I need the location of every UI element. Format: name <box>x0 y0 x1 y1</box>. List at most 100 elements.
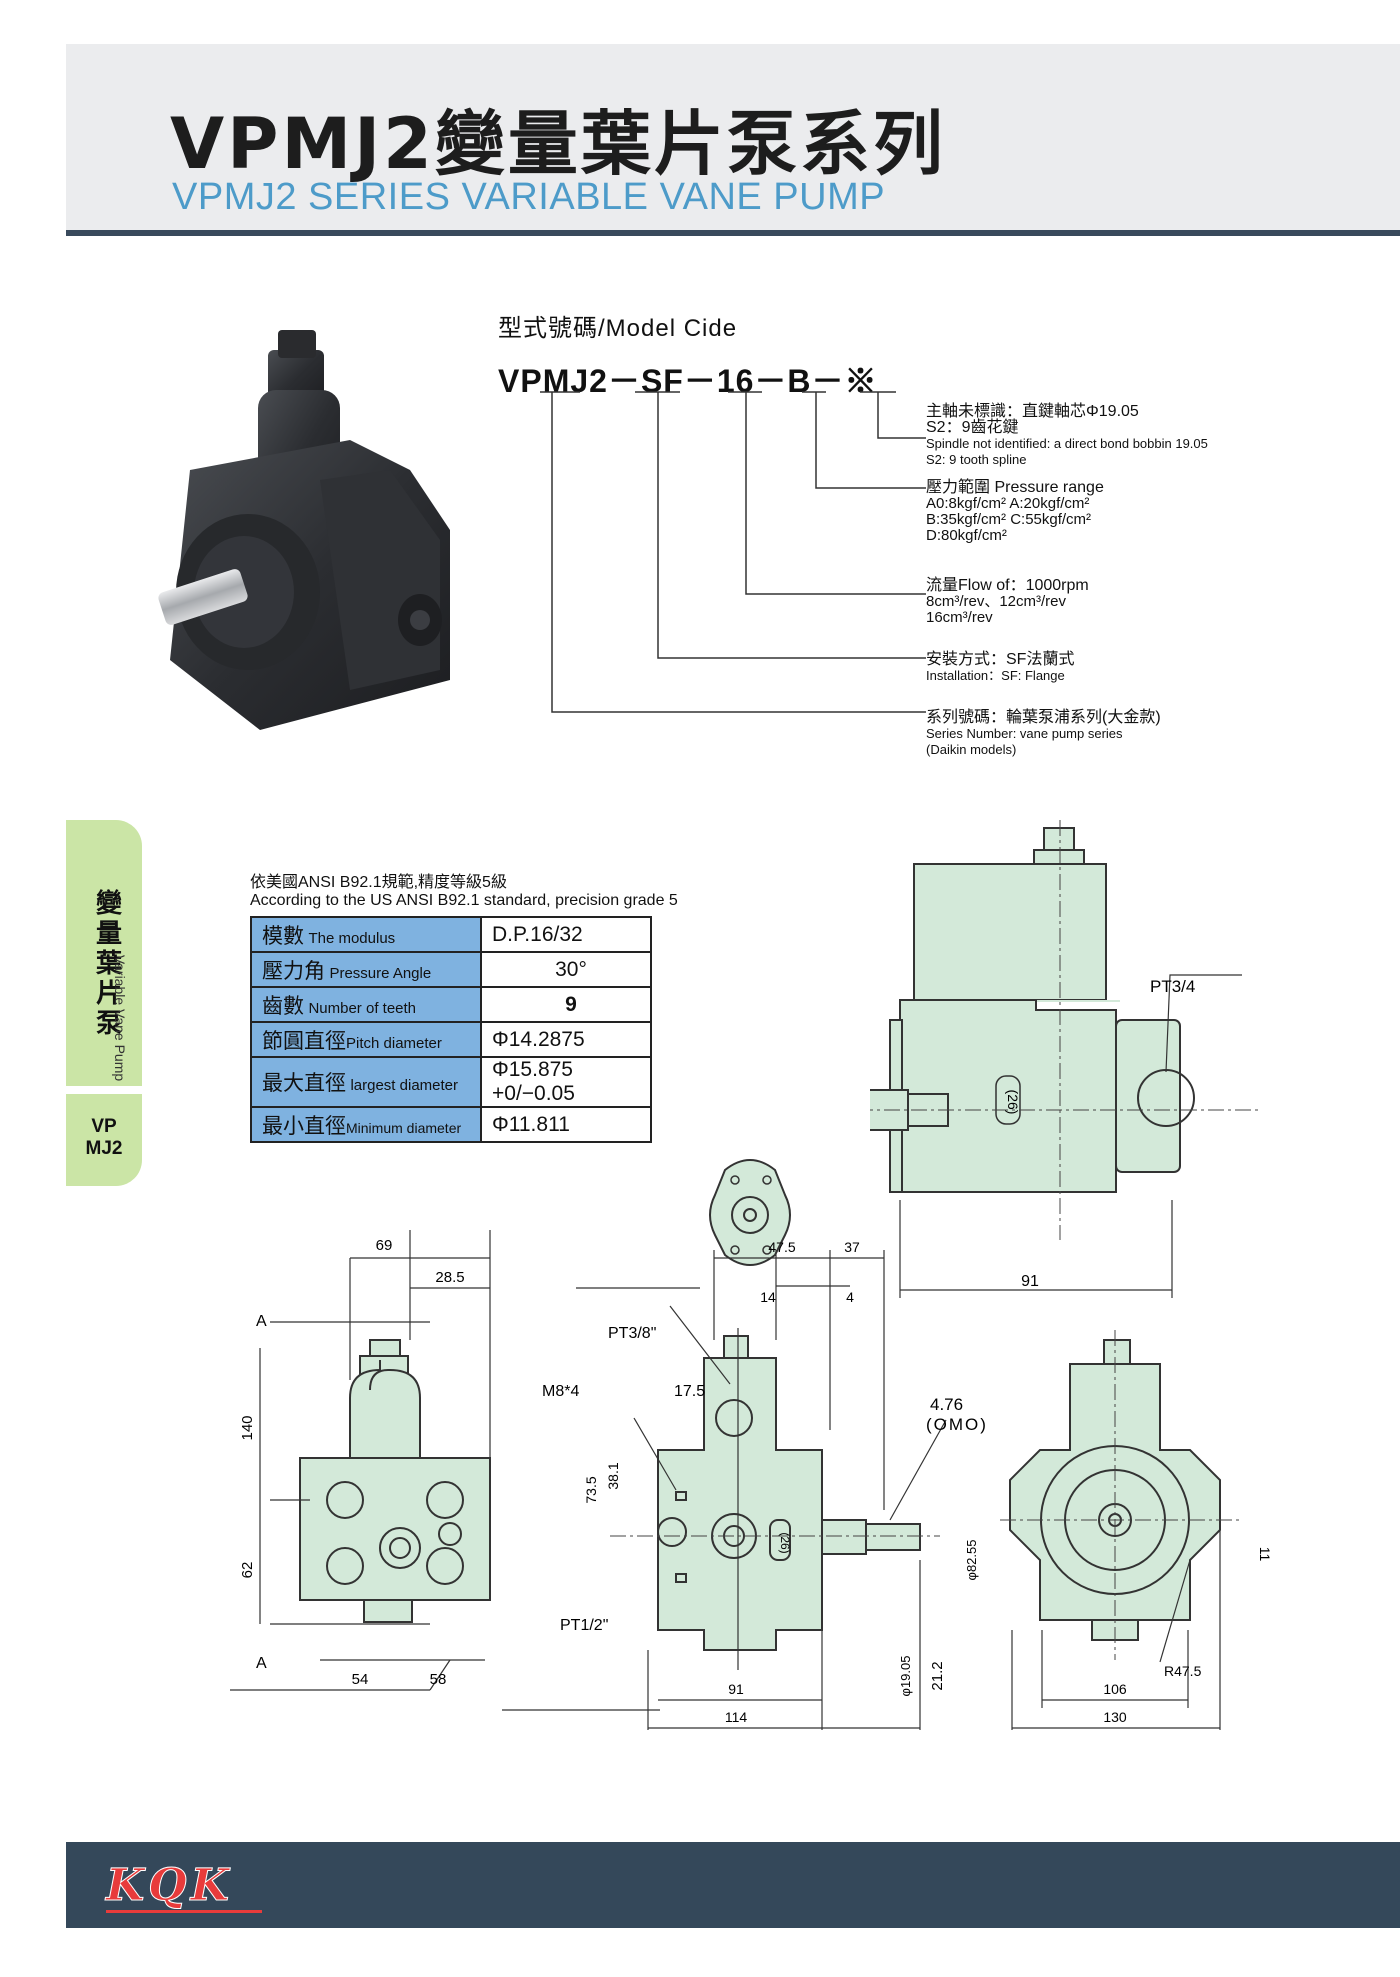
label-m8: M8*4 <box>542 1383 579 1400</box>
row-value: Φ14.2875 <box>480 1021 652 1058</box>
page-title: VPMJ2變量葉片泵系列 <box>170 103 946 185</box>
side-code-line2: MJ2 <box>85 1138 123 1159</box>
dim-17-5: 17.5 <box>674 1383 705 1400</box>
dim-58: 58 <box>430 1671 447 1688</box>
dim-54: 54 <box>352 1671 369 1688</box>
pump-product-image <box>158 330 450 730</box>
label-cn: 模數 <box>262 924 304 948</box>
desc-spindle-line2: S2：9齒花鍵 <box>926 419 1019 436</box>
label-cn: 最大直徑 <box>262 1072 346 1095</box>
desc-series: 系列號碼：輪葉泵浦系列(大金款) Series Number: vane pum… <box>926 710 1161 758</box>
desc-spindle: 主軸未標識：直鍵軸芯Φ19.05 S2：9齒花鍵 Spindle not ide… <box>926 404 1208 468</box>
label-cn: 最小直徑 <box>262 1114 346 1138</box>
dim-26-front: (26) <box>778 1532 792 1553</box>
side-tab-category <box>66 820 142 1086</box>
table-row: 模數 The modulus D.P.16/32 <box>250 916 652 953</box>
row-value: 30° <box>480 951 652 988</box>
spline-table-caption: 依美國ANSI B92.1規範,精度等級5級 According to the … <box>250 874 678 910</box>
dim-69: 69 <box>376 1237 393 1254</box>
dim-11: 11 <box>1257 1547 1273 1562</box>
row-label: 節圓直徑Pitch diameter <box>250 1021 482 1058</box>
label-en: Pitch diameter <box>346 1034 442 1052</box>
dim-4: 4 <box>846 1289 854 1305</box>
label-omo: (OMO) <box>926 1415 988 1434</box>
bottom-views-drawing: 69 28.5 140 62 54 58 A A (26) <box>230 1230 1273 1730</box>
desc-pressure-line3: B:35kgf/cm² C:55kgf/cm² <box>926 511 1092 528</box>
label-pt38: PT3/8" <box>608 1325 656 1342</box>
brand-underline <box>106 1910 262 1913</box>
row-value: 9 <box>480 986 652 1023</box>
dim-62: 62 <box>239 1562 256 1579</box>
dim-73-5: 73.5 <box>583 1476 599 1503</box>
desc-flow-line3: 16cm³/rev <box>926 609 993 626</box>
label-cn: 齒數 <box>262 994 304 1018</box>
flange-detail-drawing <box>709 1159 791 1266</box>
desc-spindle-line3: Spindle not identified: a direct bond bo… <box>926 436 1208 451</box>
side-tab-label-cn: 變量葉片泵 <box>95 888 122 1038</box>
row-value: D.P.16/32 <box>480 916 652 953</box>
dim-140: 140 <box>239 1415 256 1440</box>
side-tab-code-label: VP MJ2 <box>66 1116 142 1160</box>
table-row: 最小直徑Minimum diameter Φ11.811 <box>250 1106 652 1143</box>
dim-19-05: φ19.05 <box>898 1656 913 1697</box>
label-cn: 壓力角 <box>262 959 325 983</box>
brand-logo: KQK <box>106 1860 233 1912</box>
dim-21-2: 21.2 <box>929 1661 946 1690</box>
dim-130: 130 <box>1103 1709 1127 1725</box>
model-code: VPMJ2－SF－16－B－※ <box>498 363 878 399</box>
spline-spec-table: 模數 The modulus D.P.16/32 壓力角 Pressure An… <box>250 916 652 1143</box>
footer-band <box>66 1842 1400 1928</box>
desc-flow-line2: 8cm³/rev、12cm³/rev <box>926 593 1067 610</box>
row-value: Φ15.875 +0/−0.05 <box>480 1056 652 1108</box>
dim-key-4-76: 4.76 <box>930 1395 963 1414</box>
dim-14: 14 <box>760 1289 776 1305</box>
desc-pressure-line2: A0:8kgf/cm² A:20kgf/cm² <box>926 495 1090 512</box>
dim-37: 37 <box>844 1239 860 1255</box>
desc-series-line2: Series Number: vane pump series <box>926 726 1123 741</box>
label-en: Number of teeth <box>308 999 417 1017</box>
model-code-heading: 型式號碼/Model Cide <box>498 315 738 342</box>
label-pt12: PT1/2" <box>560 1617 608 1634</box>
dim-r47-5: R47.5 <box>1164 1663 1202 1679</box>
row-label: 壓力角 Pressure Angle <box>250 951 482 988</box>
dim-82-55: φ82.55 <box>964 1540 979 1581</box>
dim-91-top: 91 <box>1021 1273 1039 1290</box>
desc-pressure-line1: 壓力範圍 Pressure range <box>926 479 1104 496</box>
table-row: 最大直徑 largest diameter Φ15.875 +0/−0.05 <box>250 1056 652 1108</box>
side-tab-code <box>66 1094 142 1186</box>
desc-installation-line1: 安裝方式：SF法蘭式 <box>926 651 1075 668</box>
section-a-top: A <box>256 1313 267 1330</box>
dim-26: (26) <box>1005 1090 1021 1115</box>
table-row: 節圓直徑Pitch diameter Φ14.2875 <box>250 1021 652 1058</box>
desc-spindle-line4: S2: 9 tooth spline <box>926 452 1027 467</box>
desc-pressure-line4: D:80kgf/cm² <box>926 527 1007 544</box>
table-row: 壓力角 Pressure Angle 30° <box>250 951 652 988</box>
desc-series-line3: (Daikin models) <box>926 742 1017 757</box>
desc-series-line1: 系列號碼：輪葉泵浦系列(大金款) <box>926 709 1161 726</box>
header-band <box>66 44 1400 232</box>
dim-38-1: 38.1 <box>605 1462 621 1489</box>
label-en: largest diameter <box>350 1077 459 1094</box>
desc-installation: 安裝方式：SF法蘭式 Installation：SF: Flange <box>926 652 1074 684</box>
row-label: 模數 The modulus <box>250 916 482 953</box>
side-code-line1: VP <box>91 1116 117 1137</box>
spline-caption-cn: 依美國ANSI B92.1規範,精度等級5級 <box>250 874 507 891</box>
page-subtitle: VPMJ2 SERIES VARIABLE VANE PUMP <box>172 176 886 218</box>
table-row: 齒數 Number of teeth 9 <box>250 986 652 1023</box>
row-label: 最大直徑 largest diameter <box>250 1056 482 1108</box>
row-label: 最小直徑Minimum diameter <box>250 1106 482 1143</box>
desc-pressure: 壓力範圍 Pressure range A0:8kgf/cm² A:20kgf/… <box>926 480 1104 544</box>
label-pt34: PT3/4 <box>1150 977 1195 996</box>
desc-spindle-line1: 主軸未標識：直鍵軸芯Φ19.05 <box>926 403 1139 420</box>
side-view-body: (26) PT3/4 91 <box>870 820 1270 1310</box>
label-en: Pressure Angle <box>329 964 432 982</box>
desc-flow: 流量Flow of：1000rpm 8cm³/rev、12cm³/rev 16c… <box>926 578 1089 626</box>
dim-47-5: 47.5 <box>768 1239 795 1255</box>
spline-caption-en: According to the US ANSI B92.1 standard,… <box>250 892 678 909</box>
label-en: The modulus <box>308 929 396 947</box>
row-value: Φ11.811 <box>480 1106 652 1143</box>
side-tab-label-en: Variable Vane Pump <box>112 954 128 1082</box>
dim-28-5: 28.5 <box>435 1269 464 1286</box>
dim-106: 106 <box>1103 1681 1127 1697</box>
row-label: 齒數 Number of teeth <box>250 986 482 1023</box>
